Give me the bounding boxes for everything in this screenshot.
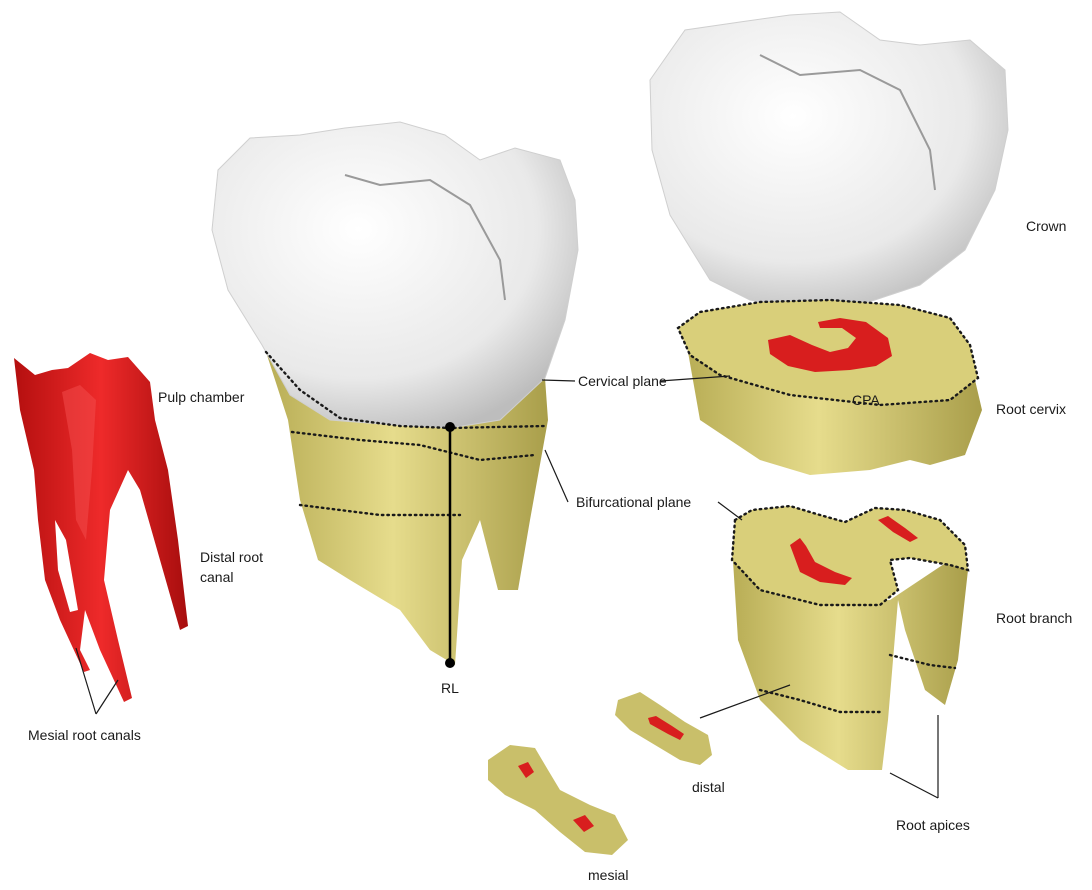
label-cpa: CPA — [852, 392, 880, 408]
label-mesial-root-canals: Mesial root canals — [28, 727, 141, 743]
mesial-canals-leader-2 — [96, 680, 118, 714]
label-rl: RL — [441, 680, 459, 696]
cervical-plane-leader-whole — [542, 380, 575, 381]
label-cervical-plane: Cervical plane — [578, 373, 667, 389]
root-apices-leader-1 — [890, 773, 938, 798]
pulp-shape — [14, 353, 188, 702]
crown-segment — [650, 12, 1008, 310]
distal-cross-section — [615, 692, 712, 765]
bifurcational-plane-leader-whole — [545, 450, 568, 502]
whole-tooth-model — [212, 122, 578, 668]
label-bifurcational-plane: Bifurcational plane — [576, 494, 691, 510]
mesial-canals-leader-1 — [76, 648, 96, 714]
label-distal-root-canal-1: Distal root — [200, 549, 263, 565]
label-mesial: mesial — [588, 867, 628, 883]
label-distal: distal — [692, 779, 725, 795]
label-root-branch: Root branch — [996, 610, 1072, 626]
label-distal-root-canal-2: canal — [200, 569, 233, 585]
bifurcational-plane-leader-branch — [718, 502, 742, 520]
root-length-bottom-point — [445, 658, 455, 668]
label-root-apices: Root apices — [896, 817, 970, 833]
mesial-cross-section — [488, 745, 628, 855]
label-crown: Crown — [1026, 218, 1066, 234]
pulp-cavity-model — [14, 353, 188, 702]
label-pulp-chamber: Pulp chamber — [158, 389, 245, 405]
mesial-section-shape — [488, 745, 628, 855]
exploded-tooth-model — [650, 12, 1008, 770]
root-length-top-point — [445, 422, 455, 432]
label-root-cervix: Root cervix — [996, 401, 1066, 417]
whole-tooth-crown — [212, 122, 578, 428]
